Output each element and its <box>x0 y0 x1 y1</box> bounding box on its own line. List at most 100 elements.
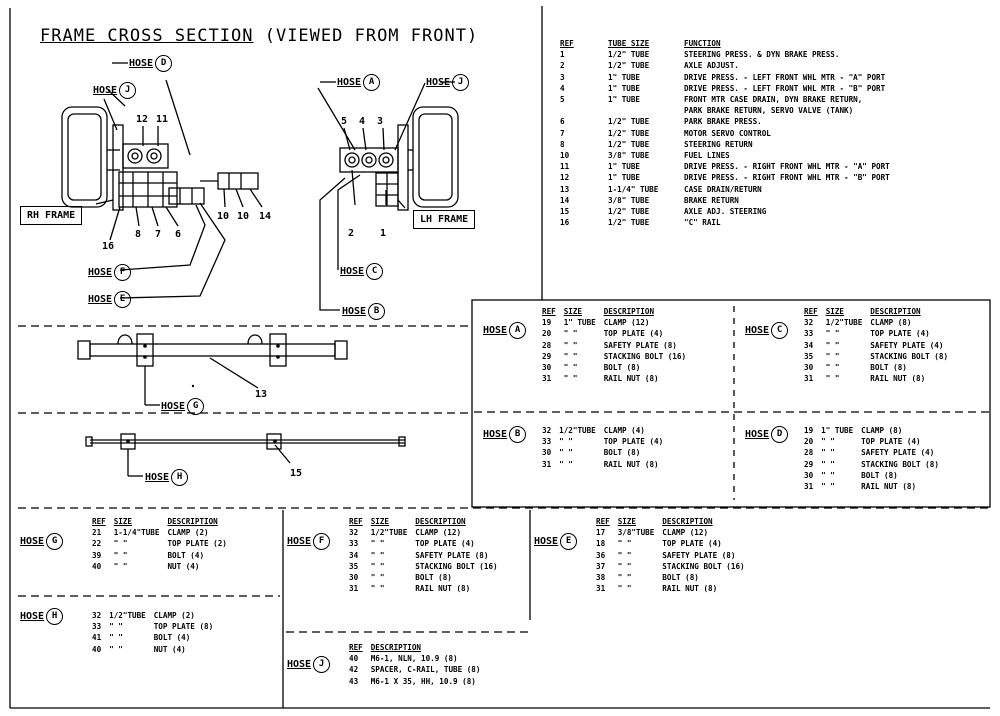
table-cell: 29 <box>804 459 814 469</box>
callout-8: 8 <box>135 229 142 240</box>
table-cell: STEERING PRESS. & DYN BRAKE PRESS. <box>684 50 840 60</box>
table-cell: SAFETY PLATE (4) <box>870 340 944 350</box>
callout-2: 2 <box>348 228 355 239</box>
table-cell: CLAMP (2) <box>153 611 195 620</box>
table-cell: 1 <box>560 50 565 60</box>
table-cell: " " <box>113 539 128 549</box>
table-cell: 2 <box>560 61 565 71</box>
rh-frame-label: RH FRAME <box>20 206 83 225</box>
table-cell: 1/2" TUBE <box>608 207 650 217</box>
table-row: 18" "TOP PLATE (4) <box>592 538 749 549</box>
table-cell: RAIL NUT (8) <box>603 459 659 469</box>
table-row: 35" "STACKING BOLT (16) <box>345 561 502 572</box>
table-cell: " " <box>370 561 385 571</box>
table-row: 31" "RAIL NUT (8) <box>538 373 690 384</box>
table-cell: CLAMP (12) <box>662 528 709 538</box>
table-row: 28" "SAFETY PLATE (8) <box>538 340 690 351</box>
table-cell: DRIVE PRESS. - LEFT FRONT WHL MTR - "B" … <box>684 83 886 93</box>
table-cell: " " <box>617 573 632 583</box>
table-cell: RAIL NUT (8) <box>870 374 926 384</box>
table-cell: 1" TUBE <box>563 318 596 328</box>
table-cell: 34 <box>349 550 359 560</box>
table-cell: 22 <box>92 539 102 549</box>
table-cell: 32 <box>804 318 814 328</box>
table-cell: " " <box>370 573 385 583</box>
table-cell: 30 <box>542 448 552 458</box>
table-cell: 18 <box>596 539 606 549</box>
table-cell: 33 <box>92 622 102 632</box>
table-cell: 33 <box>349 539 359 549</box>
table-row: 33" "TOP PLATE (4) <box>538 436 667 447</box>
table-cell: " " <box>113 561 128 571</box>
table-row: 30" "BOLT (8) <box>800 362 952 373</box>
callout-6: 6 <box>175 229 182 240</box>
table-cell: 30 <box>349 573 359 583</box>
table-cell: DRIVE PRESS. - RIGHT FRONT WHL MTR - "A"… <box>684 162 890 172</box>
table-cell: CASE DRAIN/RETURN <box>684 184 762 194</box>
table-cell: 1" TUBE <box>608 72 641 82</box>
table-cell: 1/2" TUBE <box>608 139 650 149</box>
table-row: 20" "TOP PLATE (4) <box>538 328 690 339</box>
table-row: 31" "RAIL NUT (8) <box>800 481 943 492</box>
table-cell: TOP PLATE (4) <box>870 329 930 339</box>
table-cell: " " <box>563 340 578 350</box>
table-cell: 40 <box>92 644 102 654</box>
table-cell: RAIL NUT (8) <box>662 584 718 594</box>
table-cell: PARK BRAKE RETURN, SERVO VALVE (TANK) <box>684 106 854 116</box>
table-cell: CLAMP (8) <box>870 318 912 328</box>
table-cell: 4 <box>560 83 565 93</box>
table-cell: 1/2"TUBE <box>370 528 408 538</box>
table-cell: 6 <box>560 117 565 127</box>
table-row: 40" "NUT (4) <box>88 644 217 655</box>
table-cell: STACKING BOLT (8) <box>861 459 939 469</box>
table-cell: " " <box>109 633 123 643</box>
table-cell: 28 <box>804 448 814 458</box>
table-cell: 1/2"TUBE <box>109 611 146 620</box>
table-cell: 31 <box>542 374 552 384</box>
table-cell: 19 <box>804 426 814 435</box>
table-cell: NUT (4) <box>167 561 200 571</box>
table-cell: BOLT (8) <box>662 573 699 583</box>
table-cell: 1/2" TUBE <box>608 117 650 127</box>
table-cell: SPACER, C-RAIL, TUBE (8) <box>370 665 481 675</box>
table-cell: 37 <box>596 561 606 571</box>
table-cell: 36 <box>596 550 606 560</box>
table-cell: 29 <box>542 351 552 361</box>
table-cell: FRONT MTR CASE DRAIN, DYN BRAKE RETURN, <box>684 95 863 105</box>
table-cell: " " <box>617 550 632 560</box>
table-cell: 1/2" TUBE <box>608 50 650 60</box>
table-cell: M6-1, NLN, 10.9 (8) <box>370 654 458 664</box>
table-cell: 15 <box>560 207 570 217</box>
callout-5: 5 <box>341 116 348 127</box>
table-cell: 14 <box>560 195 570 205</box>
table-cell: "C" RAIL <box>684 218 721 228</box>
table-cell: SAFETY PLATE (4) <box>861 448 935 458</box>
table-row: 33" "TOP PLATE (4) <box>800 328 952 339</box>
table-cell: SAFETY PLATE (8) <box>662 550 736 560</box>
table-cell: 32 <box>92 611 102 620</box>
table-row: 41" "BOLT (4) <box>88 632 217 643</box>
table-cell: 30 <box>804 470 814 480</box>
table-cell: " " <box>370 539 385 549</box>
table-cell: " " <box>821 470 835 480</box>
table-cell: STACKING BOLT (16) <box>662 561 745 571</box>
table-cell: " " <box>109 622 123 632</box>
